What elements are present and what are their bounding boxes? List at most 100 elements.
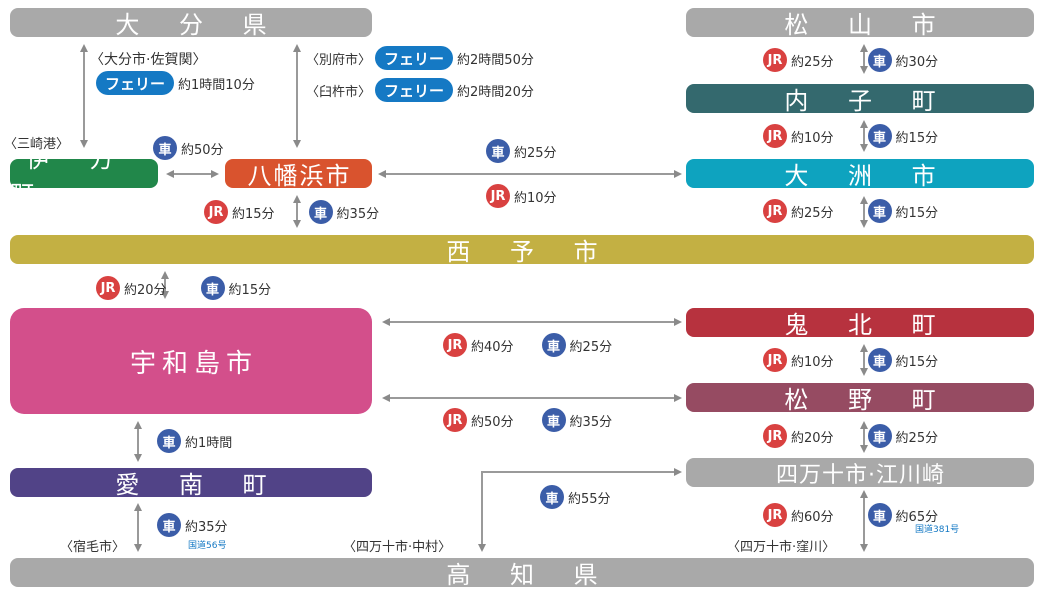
car-badge: 車 [867,199,892,223]
shimanto-kubokawa-note: 〈四万十市·窪川〉 [727,540,836,555]
ferry-saganoseki-group: フェリー 約1時間10分 [96,71,255,95]
yawatahama-ozu-car-time: 車 約25分 [486,139,557,163]
uchiko-ozu-times: JR 約10分 車 約15分 [763,124,938,148]
ferry-badge: フェリー [375,78,454,102]
jr-time: 約20分 [124,282,167,298]
jr-badge: JR [763,348,787,372]
beppu-note: 〈別府市〉 [306,52,372,68]
jr-time: 約20分 [791,430,834,446]
car-badge: 車 [200,276,225,300]
ikata-yawatahama-times: 車 約50分 [153,136,224,160]
kihoku-town-bar: 鬼 北 町 [686,308,1034,339]
car-badge: 車 [157,513,181,537]
car-badge: 車 [867,424,892,448]
ekawasaki-kochi-line [478,468,682,552]
ferry-badge: フェリー [96,71,175,95]
matsuno-town-bar: 松 野 町 [686,383,1034,414]
jr-time: 約25分 [791,205,834,221]
misaki-port-note: 〈三崎港〉 [4,137,70,152]
seiyo-uwajima-times: JR 約20分 車 約15分 [96,276,271,300]
car-time: 約15分 [228,282,272,298]
car-time: 約35分 [569,414,613,430]
uwajima-city-bar: 宇和島市 [10,308,372,414]
yawatahama-city-bar: 八幡浜市 [225,159,372,190]
jr-badge: JR [96,276,120,300]
ferry-badge: フェリー [375,46,454,70]
ozu-city-bar: 大 洲 市 [686,159,1034,190]
car-time: 約15分 [895,130,939,146]
jr-time: 約60分 [791,509,834,525]
jr-time: 約15分 [232,206,275,222]
uchiko-town-bar: 内 子 町 [686,84,1034,115]
ferry-beppu-group: 〈別府市〉 フェリー 約2時間50分 [306,46,534,70]
ferry-beppu-time: 約2時間50分 [457,52,534,68]
ferry-usuki-time: 約2時間20分 [457,84,534,100]
jr-badge: JR [486,184,510,208]
car-badge: 車 [867,503,892,527]
oita-saganoseki-note: 〈大分市·佐賀関〉 [90,52,207,68]
uwajima-ainan-times: 車 約1時間 [157,429,232,453]
ikata-town-bar: 伊 方 町 [10,145,158,208]
car-time: 約65分 [895,509,939,525]
oita-prefecture-bar: 大 分 県 [10,8,372,39]
car-time: 約25分 [895,430,939,446]
jr-time: 約25分 [791,54,834,70]
car-time: 約1時間 [185,435,233,451]
jr-time: 約50分 [471,414,514,430]
ainan-sukumo-times: 車 約35分 [157,513,228,537]
car-badge: 車 [153,136,177,160]
kihoku-matsuno-times: JR 約10分 車 約15分 [763,348,938,372]
sukumo-note: 〈宿毛市〉 [60,540,126,555]
car-badge: 車 [486,139,510,163]
jr-badge: JR [763,424,787,448]
yawatahama-ozu-jr-time: JR 約10分 [486,184,557,208]
jr-time: 約10分 [514,190,557,206]
car-badge: 車 [541,333,566,357]
car-badge: 車 [867,124,892,148]
car-time: 約15分 [895,354,939,370]
car-time: 約35分 [336,206,380,222]
car-time: 約55分 [568,491,611,507]
uwajima-kihoku-times: JR 約40分 車 約25分 [443,333,612,357]
matsuyama-city-bar: 松 山 市 [686,8,1034,39]
car-time: 約15分 [895,205,939,221]
route-56-label: 国道56号 [188,541,227,551]
car-time: 約30分 [895,54,939,70]
car-badge: 車 [541,408,566,432]
ozu-seiyo-times: JR 約25分 車 約15分 [763,199,938,223]
jr-badge: JR [763,48,787,72]
seiyo-city-bar: 西 予 市 [10,235,1034,266]
car-badge: 車 [157,429,181,453]
car-time: 約35分 [185,519,228,535]
matsuyama-uchiko-times: JR 約25分 車 約30分 [763,48,938,72]
car-badge: 車 [867,48,892,72]
ekawasaki-nakamura-times: 車 約55分 [540,485,611,509]
ferry-saganoseki-time: 約1時間10分 [178,77,255,93]
car-time: 約25分 [569,339,613,355]
jr-badge: JR [763,199,787,223]
jr-badge: JR [763,503,787,527]
ekawasaki-kubokawa-times: JR 約60分 車 約65分 [763,503,938,527]
yawatahama-seiyo-times: JR 約15分 車 約35分 [204,200,379,224]
uwajima-matsuno-times: JR 約50分 車 約35分 [443,408,612,432]
car-time: 約50分 [181,142,224,158]
jr-badge: JR [763,124,787,148]
jr-time: 約10分 [791,130,834,146]
car-badge: 車 [308,200,333,224]
car-time: 約25分 [514,145,557,161]
route-381-label: 国道381号 [915,525,960,535]
ainan-town-bar: 愛 南 町 [10,468,372,499]
matsuno-ekawasaki-times: JR 約20分 車 約25分 [763,424,938,448]
car-badge: 車 [867,348,892,372]
shimanto-ekawasaki-bar: 四万十市·江川崎 [686,458,1034,488]
usuki-note: 〈臼杵市〉 [306,84,372,100]
car-badge: 車 [540,485,564,509]
jr-badge: JR [443,333,467,357]
jr-badge: JR [443,408,467,432]
jr-badge: JR [204,200,228,224]
shimanto-nakamura-note: 〈四万十市·中村〉 [343,540,452,555]
jr-time: 約40分 [471,339,514,355]
jr-time: 約10分 [791,354,834,370]
ferry-usuki-group: 〈臼杵市〉 フェリー 約2時間20分 [306,78,534,102]
